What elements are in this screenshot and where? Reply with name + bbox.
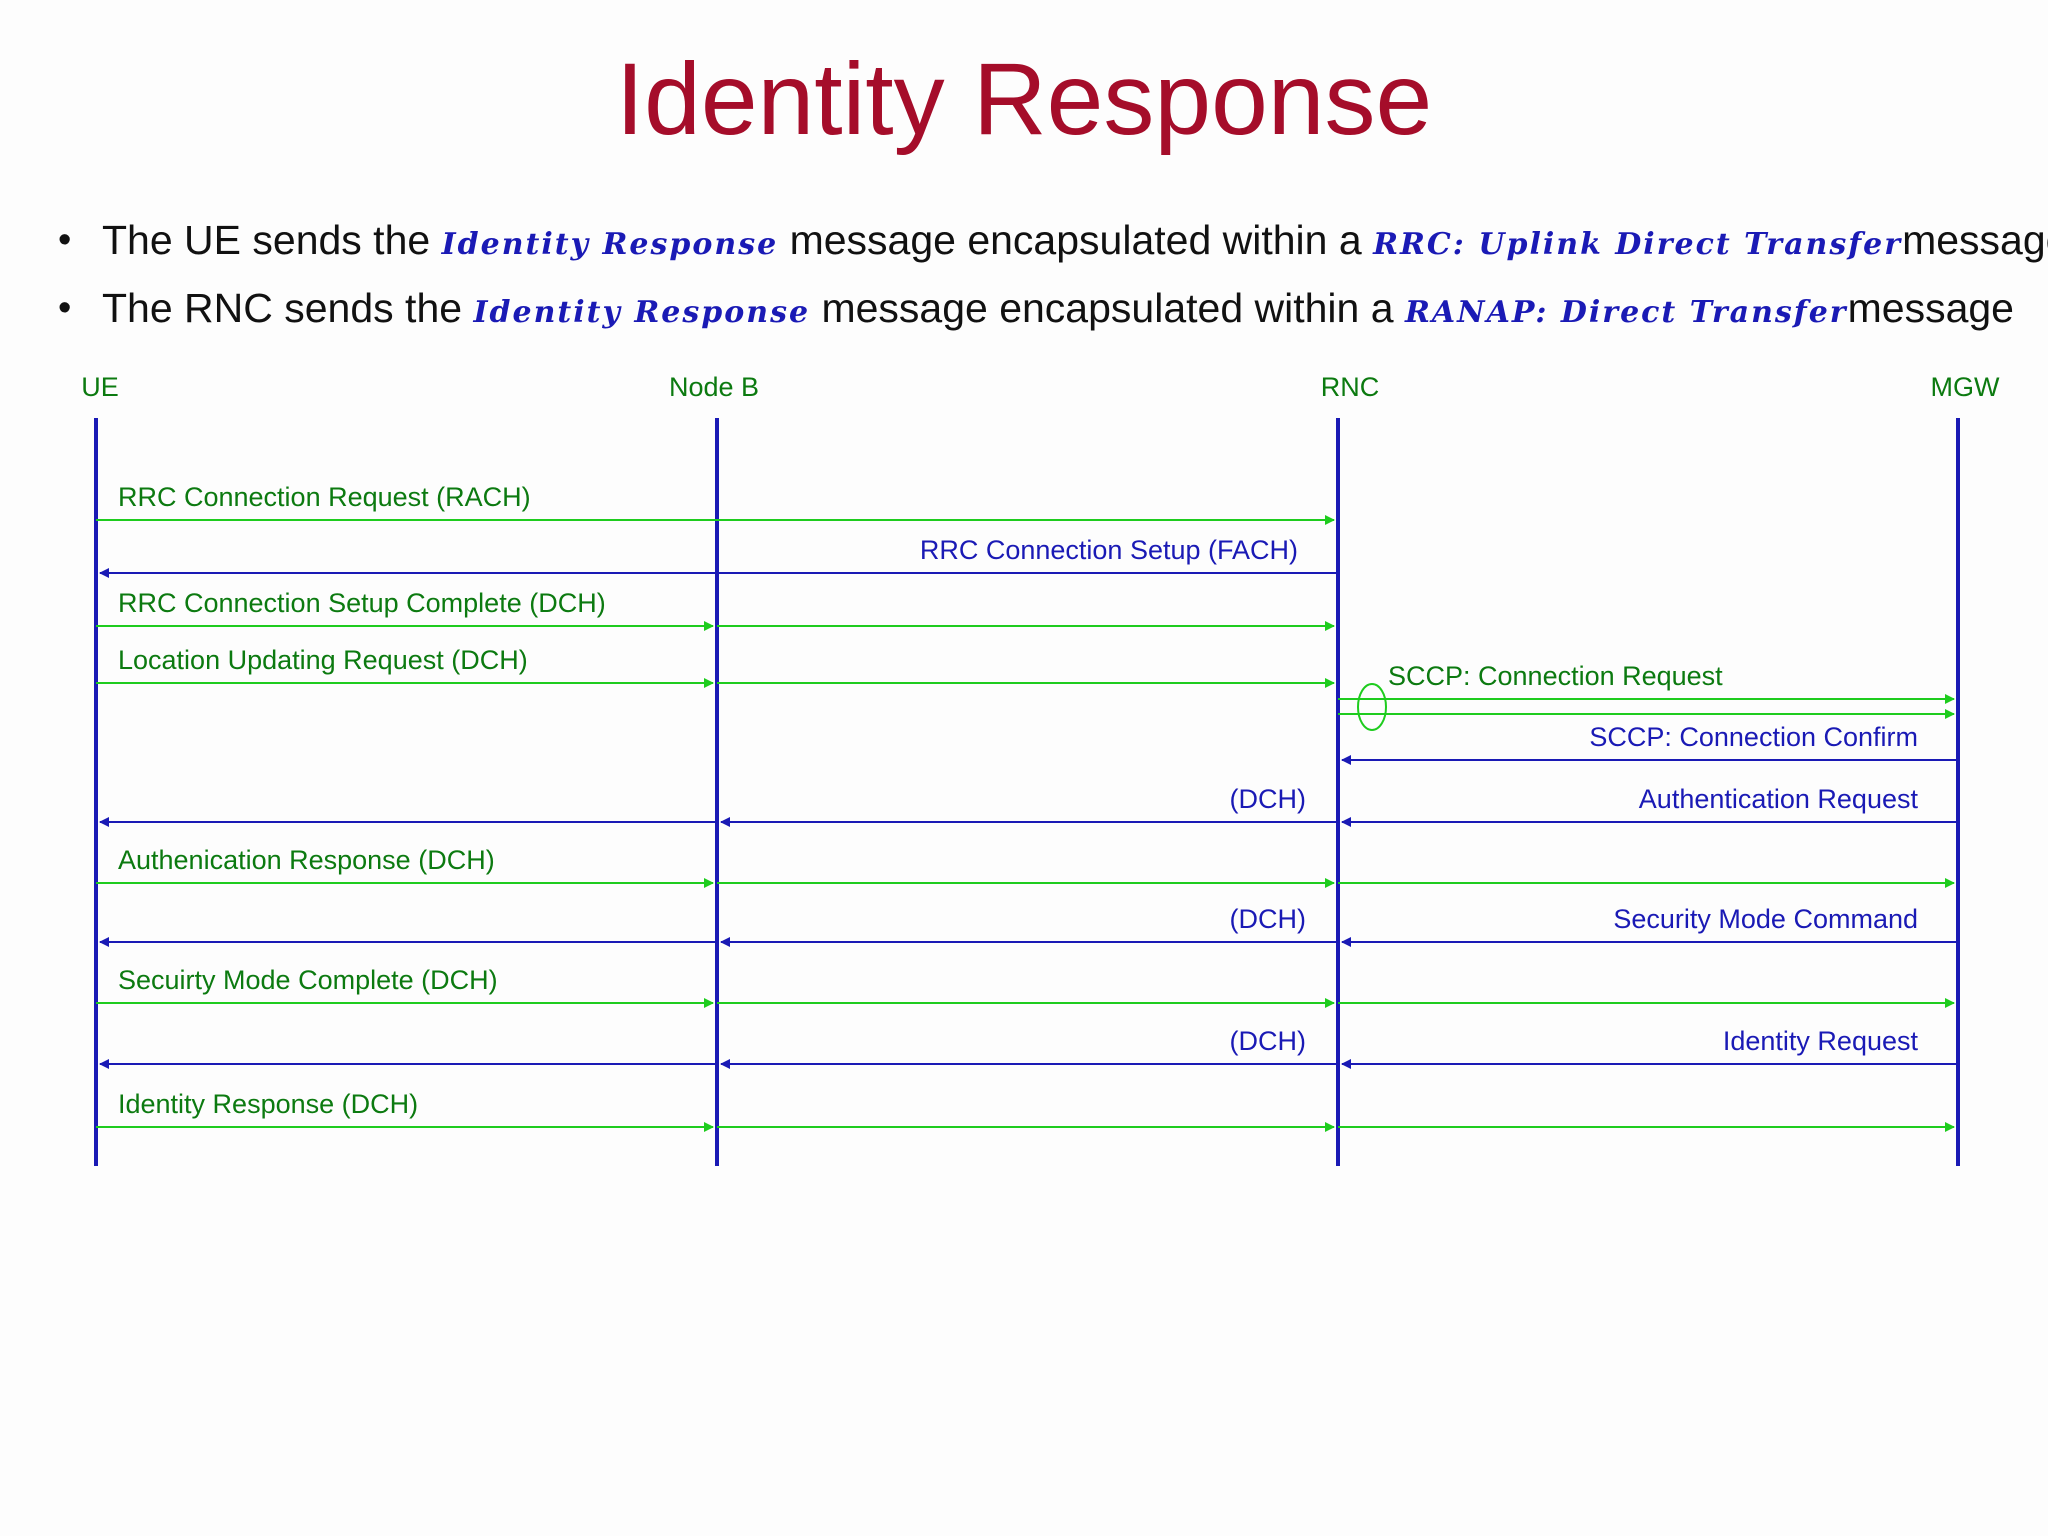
message-label: Location Updating Request (DCH) — [118, 645, 528, 675]
bullet-middle: message encapsulated within a — [789, 217, 1362, 263]
message-label: Secuirty Mode Complete (DCH) — [118, 965, 498, 995]
bullet-term: Identity Response — [441, 227, 779, 262]
bullet-suffix: message — [1902, 217, 2048, 263]
message-label: Identity Response (DCH) — [118, 1089, 418, 1119]
message-label: Authentication Request — [1639, 784, 1919, 814]
bullet-prefix: The RNC sends the — [102, 285, 463, 331]
message-label: Authenication Response (DCH) — [118, 845, 495, 875]
message-label: Security Mode Command — [1613, 904, 1918, 934]
entity-label-rnc: RNC — [1321, 372, 1380, 402]
entity-label-mgw: MGW — [1931, 372, 2000, 402]
bullet-item: The UE sends the Identity Response messa… — [58, 210, 2048, 278]
message-channel-label: (DCH) — [1230, 1026, 1306, 1056]
bullet-list: The UE sends the Identity Response messa… — [58, 210, 2048, 346]
entity-label-node-b: Node B — [669, 372, 759, 402]
message-label: Identity Request — [1723, 1026, 1919, 1056]
bullet-term: RANAP: Direct Transfer — [1404, 295, 1848, 330]
message-label: RRC Connection Setup (FACH) — [920, 535, 1298, 565]
segmentation-ellipse — [1357, 683, 1387, 731]
page-title: Identity Response — [615, 42, 1433, 156]
bullet-item: The RNC sends the Identity Response mess… — [58, 278, 2038, 346]
sequence-diagram: UE Node B RNC MGW RRC Connection Request (RA… — [81, 372, 2000, 1166]
message-label: SCCP: Connection Request — [1388, 661, 1723, 691]
message-label: SCCP: Connection Confirm — [1589, 722, 1918, 752]
bullet-term: Identity Response — [473, 295, 811, 330]
message-label: RRC Connection Setup Complete (DCH) — [118, 588, 606, 618]
message-channel-label: (DCH) — [1230, 904, 1306, 934]
message-channel-label: (DCH) — [1230, 784, 1306, 814]
bullet-term: RRC: Uplink Direct Transfer — [1373, 227, 1903, 262]
bullet-prefix: The UE sends the — [102, 217, 431, 263]
entity-label-ue: UE — [81, 372, 119, 402]
bullet-suffix: message — [1847, 285, 2014, 331]
bullet-middle: message encapsulated within a — [821, 285, 1394, 331]
message-label: RRC Connection Request (RACH) — [118, 482, 531, 512]
